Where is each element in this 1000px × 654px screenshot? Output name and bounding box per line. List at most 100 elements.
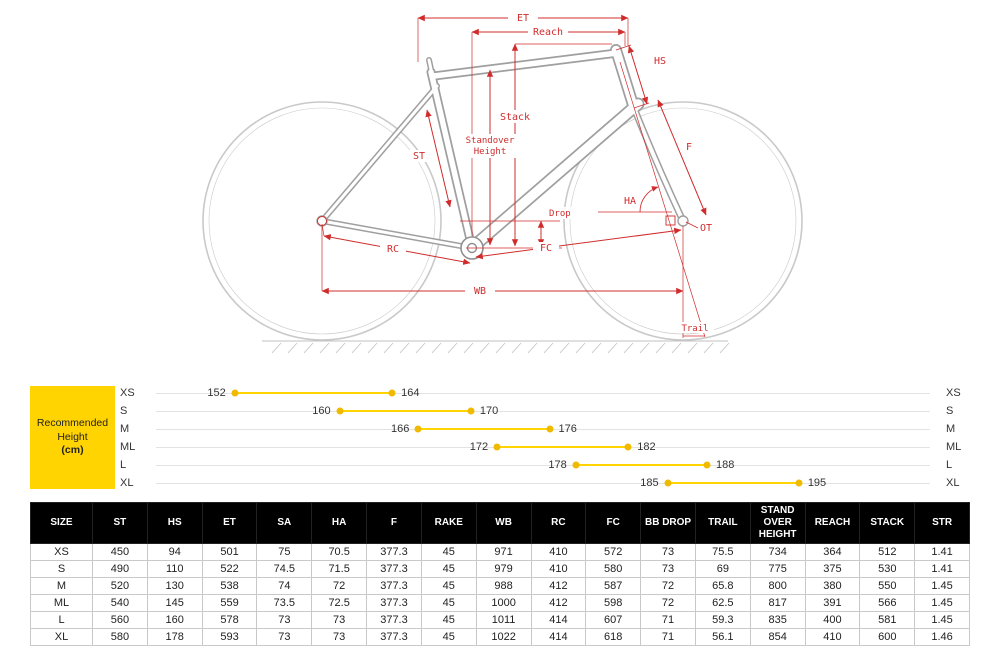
grid-line [156,465,930,466]
value-cell: 71 [640,611,696,629]
value-cell: 110 [146,560,203,578]
value-cell: 550 [859,577,916,595]
value-cell: 377.3 [366,560,422,578]
range-dot-min [664,479,672,487]
recommended-height-label-box: Recommended Height (cm) [30,386,115,489]
height-range-bar [418,428,550,430]
value-cell: 74 [256,577,313,595]
st-label: ST [413,151,425,162]
column-header: TRAIL [694,502,751,544]
dim-fc: FC [475,227,682,260]
value-cell: 578 [201,611,258,629]
value-cell: 560 [92,611,148,629]
dimension-annotations: ET Reach Stack Stand [317,11,714,338]
column-header: RC [530,502,587,544]
value-cell: 1.45 [914,577,970,595]
value-cell: 45 [420,543,477,561]
grid-line [156,411,930,412]
size-label-right: M [946,423,956,435]
value-cell: 45 [420,594,477,612]
value-cell: 734 [749,543,806,561]
value-cell: 74.5 [256,560,313,578]
range-min-value: 152 [207,387,226,399]
dim-f: F [657,99,707,216]
value-cell: 59.3 [694,611,751,629]
column-header: SA [256,502,313,544]
size-cell: M [30,577,93,595]
grid-line [156,483,930,484]
range-max-value: 188 [715,459,735,471]
front-hub [677,215,689,227]
range-dot-max [467,407,475,415]
value-cell: 979 [475,560,532,578]
value-cell: 566 [859,594,916,612]
value-cell: 593 [201,628,258,646]
value-cell: 73 [311,628,368,646]
value-cell: 377.3 [366,611,422,629]
size-cell: XL [30,628,93,646]
range-max-value: 195 [807,477,827,489]
value-cell: 587 [585,577,642,595]
drop-label: Drop [549,209,571,219]
range-dot-min [231,389,239,397]
column-header: F [366,502,422,544]
rc-label: RC [387,244,399,255]
value-cell: 62.5 [694,594,751,612]
value-cell: 501 [201,543,258,561]
value-cell: 72 [640,577,696,595]
size-label-right: XL [946,477,960,489]
value-cell: 73 [640,543,696,561]
value-cell: 412 [530,577,587,595]
range-dot-min [414,425,422,433]
recommended-height-title-line1: Recommended [36,417,109,430]
range-dot-max [546,425,554,433]
size-label-left: XS [120,387,135,399]
et-label: ET [517,13,529,24]
reach-label: Reach [533,27,563,38]
value-cell: 1011 [475,611,532,629]
value-cell: 1022 [475,628,532,646]
standover-label-line1: Standover [466,136,515,146]
column-header: BB DROP [640,502,696,544]
value-cell: 600 [859,628,916,646]
value-cell: 380 [804,577,861,595]
size-cell: ML [30,594,93,612]
value-cell: 835 [749,611,806,629]
value-cell: 1000 [475,594,532,612]
trail-label: Trail [681,324,708,334]
size-label-right: L [946,459,953,471]
height-track: 178 188 [156,456,930,474]
fc-label: FC [540,243,552,254]
dim-rc: RC [321,223,471,265]
value-cell: 410 [530,560,587,578]
value-cell: 73 [256,611,313,629]
range-dot-max [795,479,803,487]
value-cell: 538 [201,577,258,595]
stack-label: Stack [500,112,530,123]
value-cell: 971 [475,543,532,561]
dim-wb: WB [321,226,684,338]
value-cell: 71 [640,628,696,646]
size-label-right: ML [946,441,962,453]
value-cell: 130 [146,577,203,595]
value-cell: 160 [146,611,203,629]
value-cell: 75 [256,543,313,561]
dim-et: ET [417,11,629,62]
size-cell: XS [30,543,93,561]
value-cell: 72.5 [311,594,368,612]
value-cell: 580 [585,560,642,578]
value-cell: 410 [804,628,861,646]
column-header: STAND OVER HEIGHT [749,502,806,544]
range-min-value: 178 [548,459,567,471]
value-cell: 412 [530,594,587,612]
range-max-value: 170 [479,405,499,417]
